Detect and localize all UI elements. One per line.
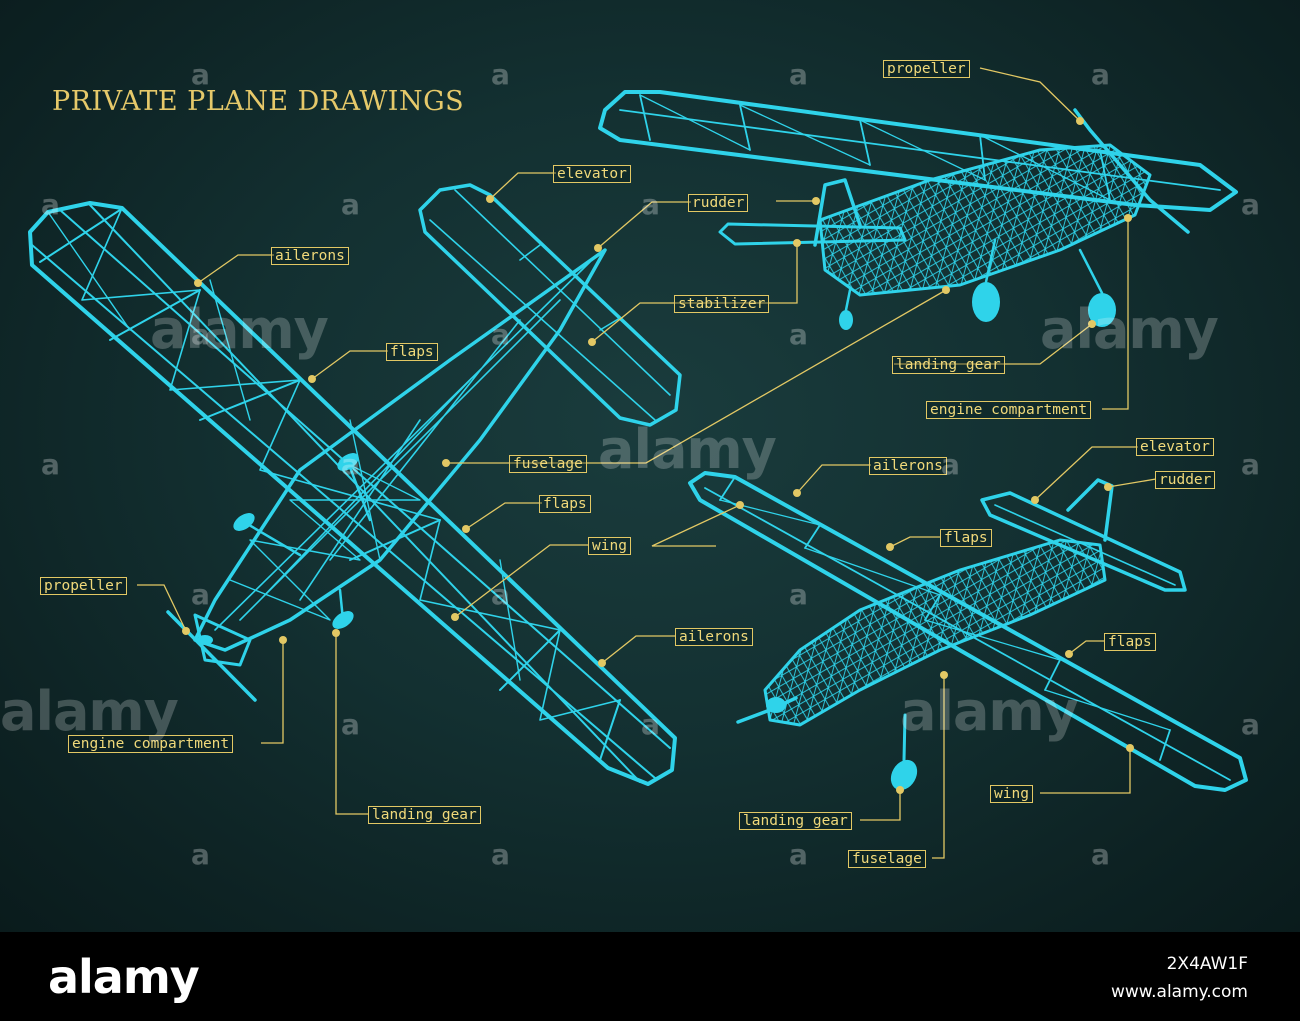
callout-elevator-right: elevator — [1136, 438, 1214, 456]
watermark-mark: a — [641, 188, 660, 221]
callout-elevator-top: elevator — [553, 165, 631, 183]
watermark-mark: a — [641, 708, 660, 741]
watermark-word: alamy — [1040, 298, 1219, 361]
top-right-plane-wheel-a — [972, 282, 1000, 322]
bottom-right-plane-wheel — [890, 759, 918, 791]
callout-dots — [182, 117, 1134, 794]
callout-ailerons-bottom: ailerons — [675, 628, 753, 646]
page-title: PRIVATE PLANE DRAWINGS — [52, 86, 465, 117]
watermark-mark: a — [491, 318, 510, 351]
watermark-mark: a — [789, 838, 808, 871]
watermark-mark: a — [1091, 58, 1110, 91]
callout-propeller-left: propeller — [40, 577, 127, 595]
callout-wing-right: wing — [990, 785, 1033, 803]
callout-ailerons-mid: ailerons — [869, 457, 947, 475]
callout-fuselage-mid: fuselage — [509, 455, 587, 473]
watermark-mark: a — [941, 448, 960, 481]
watermark-mark: a — [789, 578, 808, 611]
watermark-mark: a — [191, 58, 210, 91]
top-right-plane-fuselage — [818, 143, 1152, 297]
left-plane-wireframe — [28, 183, 682, 786]
watermark-word: alamy — [150, 298, 329, 361]
callout-flaps-left: flaps — [386, 343, 438, 361]
footer-image-id: 2X4AW1F — [1166, 954, 1248, 974]
watermark-mark: a — [191, 838, 210, 871]
watermark-word: alamy — [900, 680, 1079, 743]
watermark-mark: a — [341, 188, 360, 221]
watermark-mark: a — [1241, 448, 1260, 481]
bottom-right-plane-wireframe — [688, 471, 1248, 792]
callout-wing-mid: wing — [588, 537, 631, 555]
watermark-mark: a — [1241, 188, 1260, 221]
left-plane-fuselage — [193, 248, 607, 652]
callout-landing-gear-right: landing gear — [739, 812, 852, 830]
footer-bar: alamy 2X4AW1F www.alamy.com — [0, 932, 1300, 1021]
callout-engine-compartment-left: engine compartment — [68, 735, 234, 753]
callout-ailerons-left: ailerons — [271, 247, 349, 265]
watermark-mark: a — [41, 188, 60, 221]
watermark-mark: a — [491, 578, 510, 611]
watermark-mark: a — [191, 318, 210, 351]
callout-stabilizer: stabilizer — [674, 295, 770, 313]
watermark-mark: a — [191, 578, 210, 611]
footer-brand-logo: alamy — [48, 950, 200, 1004]
watermark-word: alamy — [598, 418, 777, 481]
watermark-mark: a — [491, 838, 510, 871]
bottom-right-plane-stabilizer — [980, 491, 1187, 592]
watermark-mark: a — [341, 448, 360, 481]
callout-propeller-top: propeller — [883, 60, 970, 78]
top-right-plane-wing — [598, 90, 1238, 212]
watermark-mark: a — [41, 448, 60, 481]
callout-flaps-mid: flaps — [539, 495, 591, 513]
callout-rudder-right: rudder — [1155, 471, 1216, 489]
left-plane-propeller — [166, 610, 257, 702]
watermark-mark: a — [1241, 708, 1260, 741]
callout-flaps-right-lower: flaps — [1104, 633, 1156, 651]
callout-landing-gear-left: landing gear — [368, 806, 481, 824]
watermark-word: alamy — [0, 680, 179, 743]
watermark-mark: a — [789, 58, 808, 91]
top-right-plane-tail — [813, 178, 862, 247]
blueprint-poster: PRIVATE PLANE DRAWINGS propeller elevato… — [0, 0, 1300, 932]
footer-site-link[interactable]: www.alamy.com — [1110, 982, 1248, 1002]
bottom-right-plane-fuselage — [763, 538, 1107, 727]
watermark-mark: a — [491, 58, 510, 91]
watermark-mark: a — [789, 318, 808, 351]
top-right-plane-tailwheel — [839, 310, 853, 330]
watermark-mark: a — [1091, 838, 1110, 871]
callout-landing-gear-top: landing gear — [892, 356, 1005, 374]
callout-engine-compartment-top: engine compartment — [926, 401, 1092, 419]
top-right-plane-wheel-b — [1088, 293, 1116, 327]
left-plane-wing — [28, 201, 677, 786]
bottom-right-plane-rudder — [1066, 478, 1114, 542]
callout-flaps-right-upper: flaps — [940, 529, 992, 547]
callout-leader-lines — [137, 67, 1157, 859]
left-plane-stabilizer — [418, 183, 682, 427]
bottom-right-plane-wing — [688, 471, 1248, 792]
callout-fuselage-bottom: fuselage — [848, 850, 926, 868]
wireframe-drawings — [28, 67, 1248, 859]
watermark-mark: a — [341, 708, 360, 741]
top-right-plane-wireframe — [598, 90, 1238, 330]
callout-rudder-top: rudder — [688, 194, 749, 212]
